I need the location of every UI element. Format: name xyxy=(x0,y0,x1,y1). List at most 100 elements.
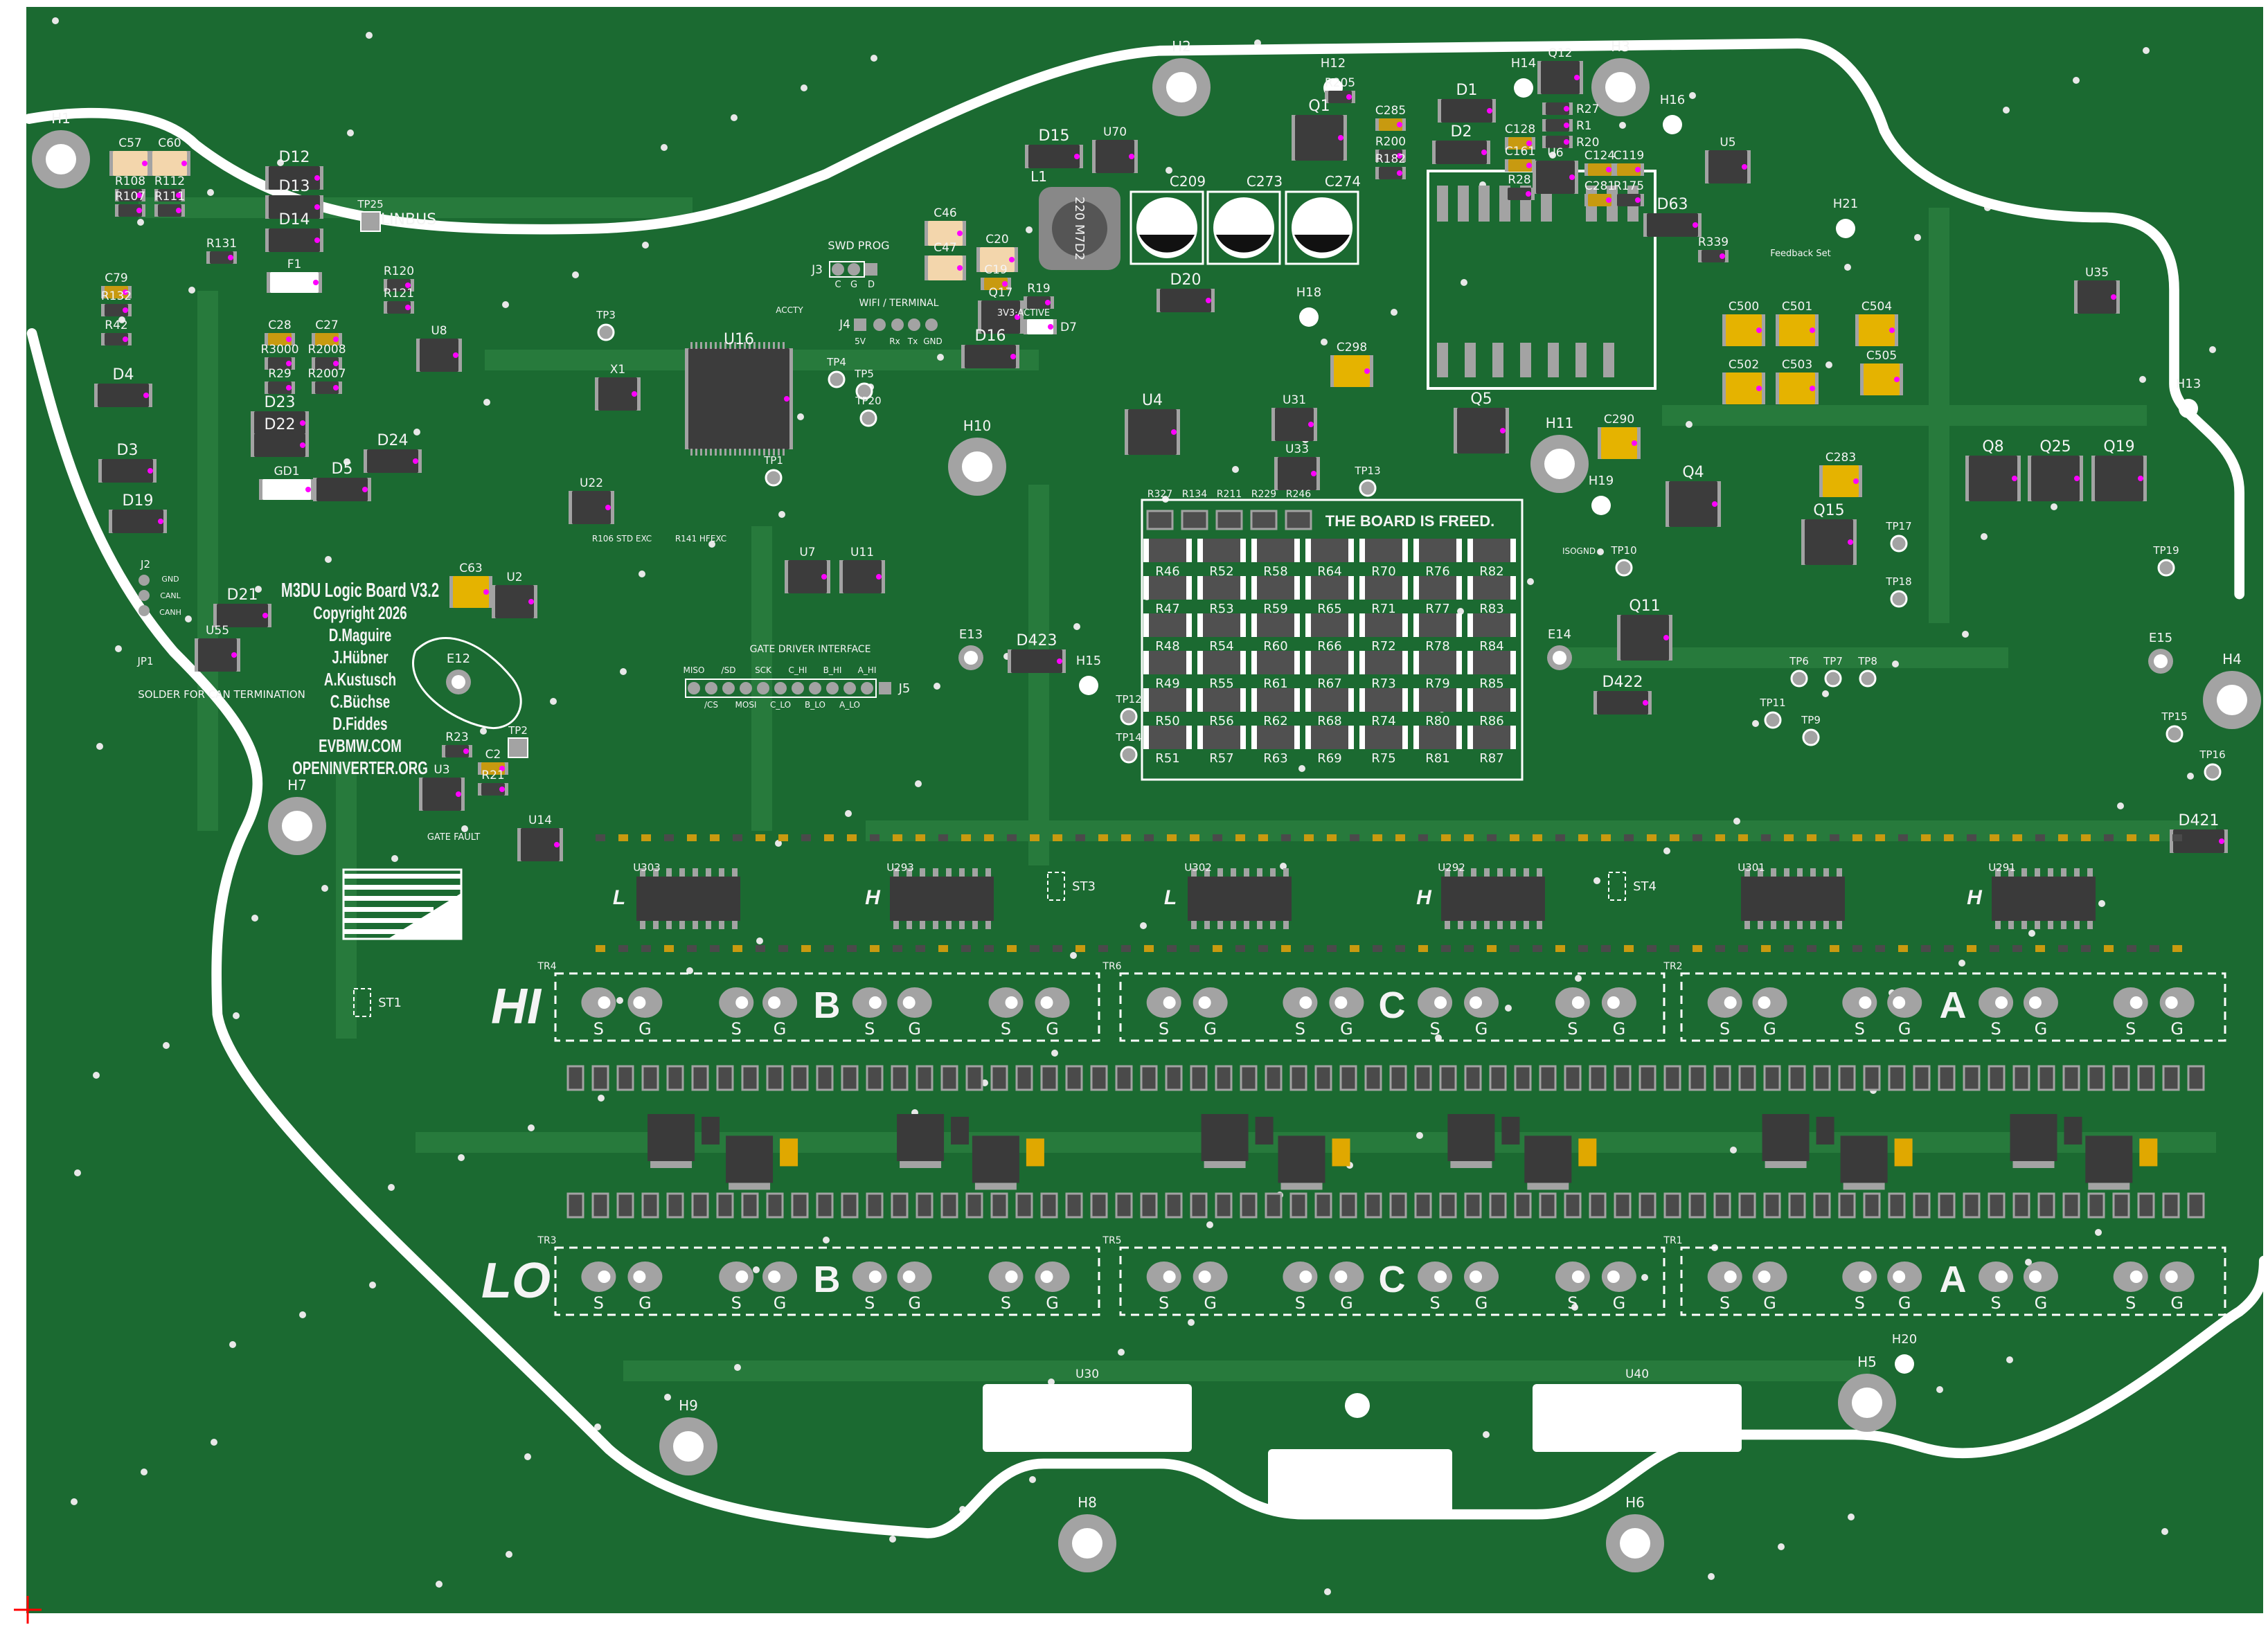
pin-label: /SD xyxy=(722,665,736,675)
power-resistor xyxy=(1413,576,1462,600)
component-u14 xyxy=(517,828,563,861)
component-label: U11 xyxy=(850,546,874,559)
test-point-pad[interactable] xyxy=(859,409,877,427)
test-point-pad[interactable] xyxy=(360,211,381,232)
wifi-pin[interactable] xyxy=(873,318,886,331)
hole-label: H5 xyxy=(1857,1354,1877,1370)
via xyxy=(1593,877,1600,884)
test-point-pad[interactable] xyxy=(1120,746,1138,764)
can-pin[interactable] xyxy=(139,590,150,601)
smd-passive xyxy=(1533,945,1542,952)
via xyxy=(163,1042,170,1049)
ic-pin xyxy=(720,449,722,456)
header-pin[interactable] xyxy=(792,682,804,694)
pin1-marker xyxy=(1526,141,1532,146)
component-body xyxy=(1334,355,1370,387)
smd-resistor xyxy=(891,1065,909,1091)
ic-pin xyxy=(1471,921,1476,929)
gate-pin-label: G xyxy=(774,1019,787,1039)
component-body xyxy=(210,251,233,264)
component-label: D21 xyxy=(227,586,258,604)
test-point-pad[interactable] xyxy=(597,323,615,341)
component-body xyxy=(316,478,368,501)
npth-hole xyxy=(1514,78,1533,98)
header-pin-1[interactable] xyxy=(879,682,891,694)
gate-pin-drill xyxy=(1571,1271,1584,1283)
component-label: GD1 xyxy=(274,465,299,478)
wifi-pin[interactable] xyxy=(908,318,920,331)
test-point-pad[interactable] xyxy=(1120,708,1138,726)
component-label: D2 xyxy=(1451,123,1472,141)
component-f1 xyxy=(267,272,322,293)
test-point-label: TP9 xyxy=(1801,714,1821,726)
gate-pin-label: S xyxy=(1990,1293,2001,1313)
component-label: C503 xyxy=(1782,358,1812,372)
pin1-marker xyxy=(632,391,637,397)
can-pin[interactable] xyxy=(139,605,150,616)
test-point-pad[interactable] xyxy=(1859,670,1877,688)
power-resistor xyxy=(1251,651,1300,674)
swd-pin[interactable] xyxy=(865,263,877,276)
via xyxy=(2098,900,2105,907)
header-pin[interactable] xyxy=(688,682,700,694)
via xyxy=(1825,361,1832,368)
test-point-pad[interactable] xyxy=(2157,559,2175,577)
test-point-pad[interactable] xyxy=(1824,670,1842,688)
component-r339 xyxy=(1698,250,1729,262)
test-point-pad[interactable] xyxy=(2204,763,2222,781)
standoff-outline xyxy=(1047,872,1065,901)
header-pin[interactable] xyxy=(809,682,821,694)
smd-passive xyxy=(961,834,971,841)
test-point-pad[interactable] xyxy=(1790,670,1808,688)
swd-pin[interactable] xyxy=(832,263,844,276)
test-point-pad[interactable] xyxy=(1890,535,1908,553)
header-pin[interactable] xyxy=(774,682,787,694)
test-point-pad[interactable] xyxy=(828,370,846,388)
can-pin[interactable] xyxy=(139,575,150,586)
header-pin[interactable] xyxy=(722,682,735,694)
component-body xyxy=(113,151,148,176)
smd-resistor xyxy=(716,1065,734,1091)
test-point-pad[interactable] xyxy=(508,737,528,758)
swd-pin[interactable] xyxy=(848,263,860,276)
smd-resistor xyxy=(990,1065,1008,1091)
ic-pin xyxy=(758,342,760,349)
header-pin[interactable] xyxy=(861,682,873,694)
pin-label: A_LO xyxy=(839,700,860,710)
smd-resistor xyxy=(1813,1192,1831,1219)
test-point-pad[interactable] xyxy=(855,382,873,400)
swd-header-outline xyxy=(829,261,865,278)
test-point-pad[interactable] xyxy=(2166,725,2184,743)
header-pin[interactable] xyxy=(740,682,752,694)
component-body xyxy=(1379,167,1402,179)
component-r2007 xyxy=(312,381,342,394)
test-point-pad[interactable] xyxy=(1890,590,1908,608)
ic-pin xyxy=(1497,868,1503,877)
test-point-pad[interactable] xyxy=(1615,559,1633,577)
test-point-pad[interactable] xyxy=(1764,711,1782,729)
component-body xyxy=(1508,137,1532,150)
header-pin[interactable] xyxy=(757,682,769,694)
smd-resistor xyxy=(1240,1065,1258,1091)
hole-label: H2 xyxy=(1172,38,1191,55)
component-label: C47 xyxy=(934,241,957,255)
resistor-terminal xyxy=(1402,576,1408,600)
smd-passive xyxy=(1418,945,1428,952)
wifi-pin[interactable] xyxy=(891,318,904,331)
test-point-pad[interactable] xyxy=(1359,479,1377,497)
component-label: D3 xyxy=(117,442,139,459)
mounting-hole-drill xyxy=(282,811,312,841)
wifi-pin[interactable] xyxy=(854,318,866,331)
component-c79 xyxy=(101,286,132,298)
connector-label: J2 xyxy=(140,558,150,571)
test-point-pad[interactable] xyxy=(765,469,783,487)
pin1-marker xyxy=(1526,191,1531,197)
header-pin[interactable] xyxy=(843,682,856,694)
ic-pin xyxy=(1257,868,1262,877)
header-pin[interactable] xyxy=(826,682,839,694)
pin1-marker xyxy=(1606,167,1611,172)
test-point-pad[interactable] xyxy=(1802,728,1820,746)
smd-passive xyxy=(984,945,994,952)
wifi-pin[interactable] xyxy=(925,318,938,331)
header-pin[interactable] xyxy=(705,682,717,694)
